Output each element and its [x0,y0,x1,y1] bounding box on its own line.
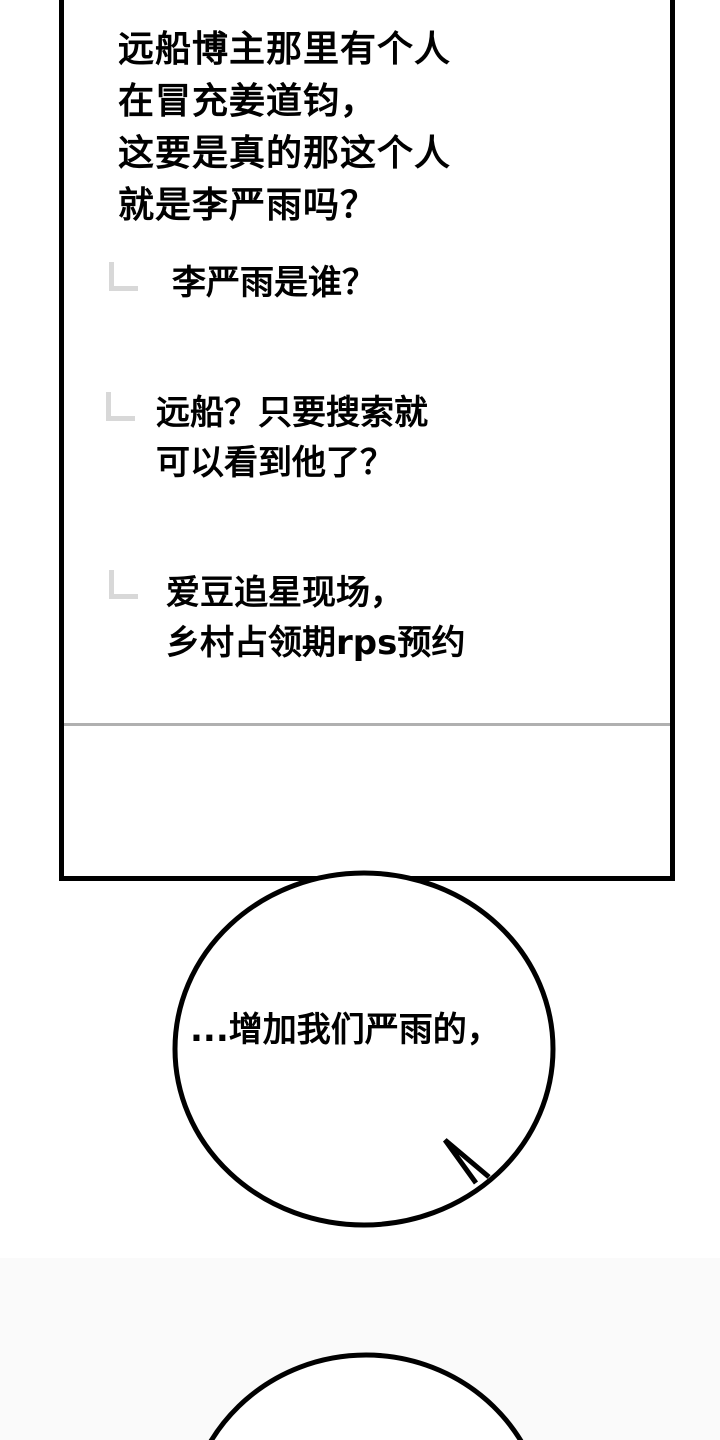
reply-marker-icon [109,262,138,291]
speech-bubble-1 [172,870,556,1228]
reply-2: 远船？只要搜索就 可以看到他了？ [156,393,428,483]
speech-bubble-1-text: ...增加我们严雨的， [190,1010,501,1050]
reply-marker-icon [109,570,138,599]
reply-1: 李严雨是谁？ [172,263,376,303]
post-text: 远船博主那里有个人 在冒充姜道钧， 这要是真的那这个人 就是李严雨吗？ [118,29,452,226]
reply-marker-icon [106,392,135,421]
speech-bubble-2 [208,1352,524,1440]
panel-separator [64,723,670,726]
reply-3: 爱豆追星现场， 乡村占领期rps预约 [166,573,466,663]
comment-panel [59,0,675,881]
